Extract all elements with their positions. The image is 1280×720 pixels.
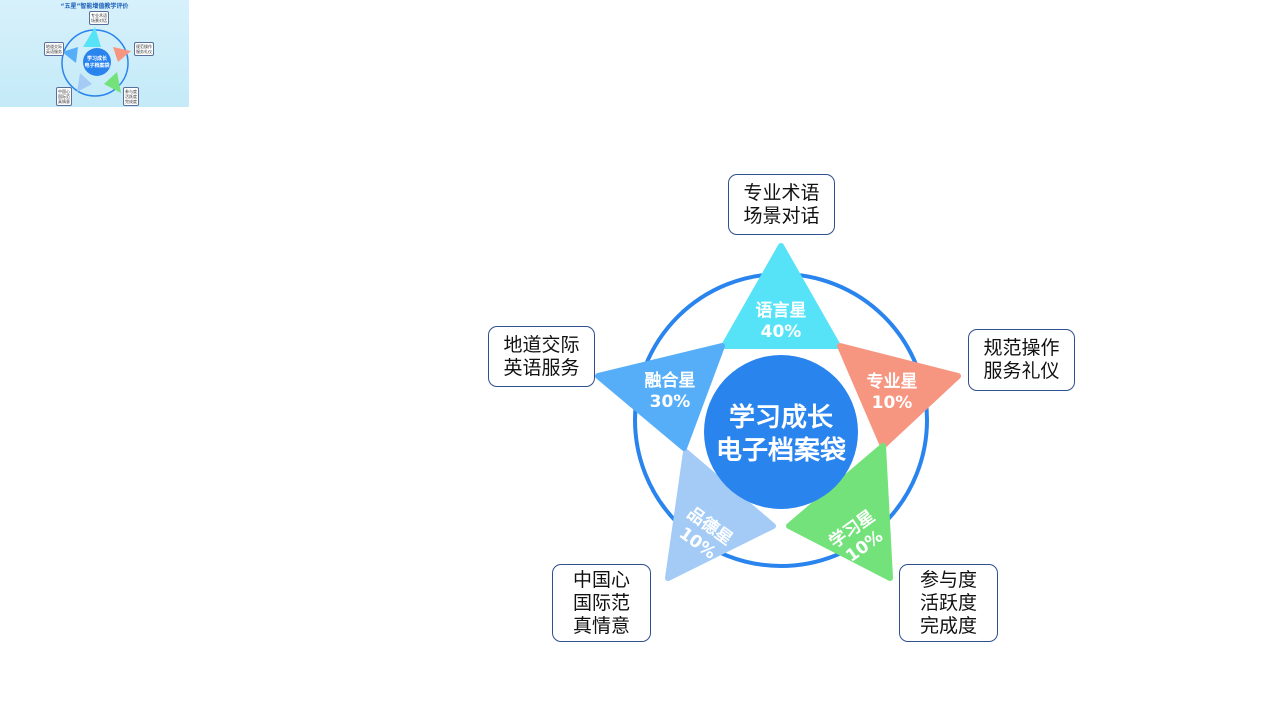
- star-percent-language: 40%: [761, 322, 802, 342]
- star-label-integration: 融合星 30%: [645, 370, 696, 412]
- center-title-line2: 电子档案袋: [716, 435, 847, 466]
- thumbnail-center-line2: 电子档案袋: [84, 62, 110, 69]
- thumbnail-box-4: 中国心 国际范 真情意: [56, 87, 72, 106]
- star-point-integration: [595, 343, 725, 451]
- star-name-language: 语言星: [756, 300, 807, 321]
- thumbnail-star-point-4: [77, 73, 92, 92]
- star-name-integration: 融合星: [645, 370, 696, 391]
- center-circle: [704, 355, 858, 509]
- star-point-professional: [837, 343, 961, 449]
- star-label-professional: 专业星 10%: [867, 371, 918, 413]
- star-point-learning: [786, 443, 893, 581]
- slide-thumbnail[interactable]: 学习成长 电子档案袋 “五星”智能增值教学评价 专业术语 场景对话 规范操作 服…: [0, 0, 189, 107]
- thumbnail-center-line1: 学习成长: [87, 55, 108, 62]
- thumbnail-box-2: 规范操作 服务礼仪: [134, 42, 154, 56]
- thumbnail-star-point-3: [104, 72, 121, 93]
- thumbnail-star-diagram: 学习成长 电子档案袋: [61, 27, 131, 97]
- star-label-language: 语言星 40%: [756, 300, 807, 342]
- center-title-line1: 学习成长: [729, 402, 834, 433]
- thumbnail-box-5: 地道交际 英语服务: [44, 42, 64, 56]
- desc-box-integration: 地道交际 英语服务: [488, 326, 595, 387]
- star-percent-professional: 10%: [872, 393, 913, 413]
- star-point-language: [721, 243, 841, 349]
- star-percent-integration: 30%: [650, 392, 691, 412]
- thumbnail-star-point-5: [62, 47, 78, 63]
- desc-box-professional: 规范操作 服务礼仪: [968, 329, 1075, 391]
- desc-box-learning: 参与度 活跃度 完成度: [899, 564, 998, 642]
- desc-box-morality: 中国心 国际范 真情意: [552, 564, 651, 642]
- desc-box-language: 专业术语 场景对话: [728, 174, 835, 235]
- thumbnail-box-1: 专业术语 场景对话: [89, 11, 109, 25]
- thumbnail-box-3: 参与度 活跃度 完成度: [123, 87, 139, 106]
- thumbnail-star-point-1: [83, 27, 101, 47]
- thumbnail-star-point-2: [113, 47, 131, 62]
- thumbnail-center-circle: [83, 48, 111, 76]
- thumbnail-title: “五星”智能增值教学评价: [60, 3, 129, 10]
- star-name-professional: 专业星: [867, 371, 918, 392]
